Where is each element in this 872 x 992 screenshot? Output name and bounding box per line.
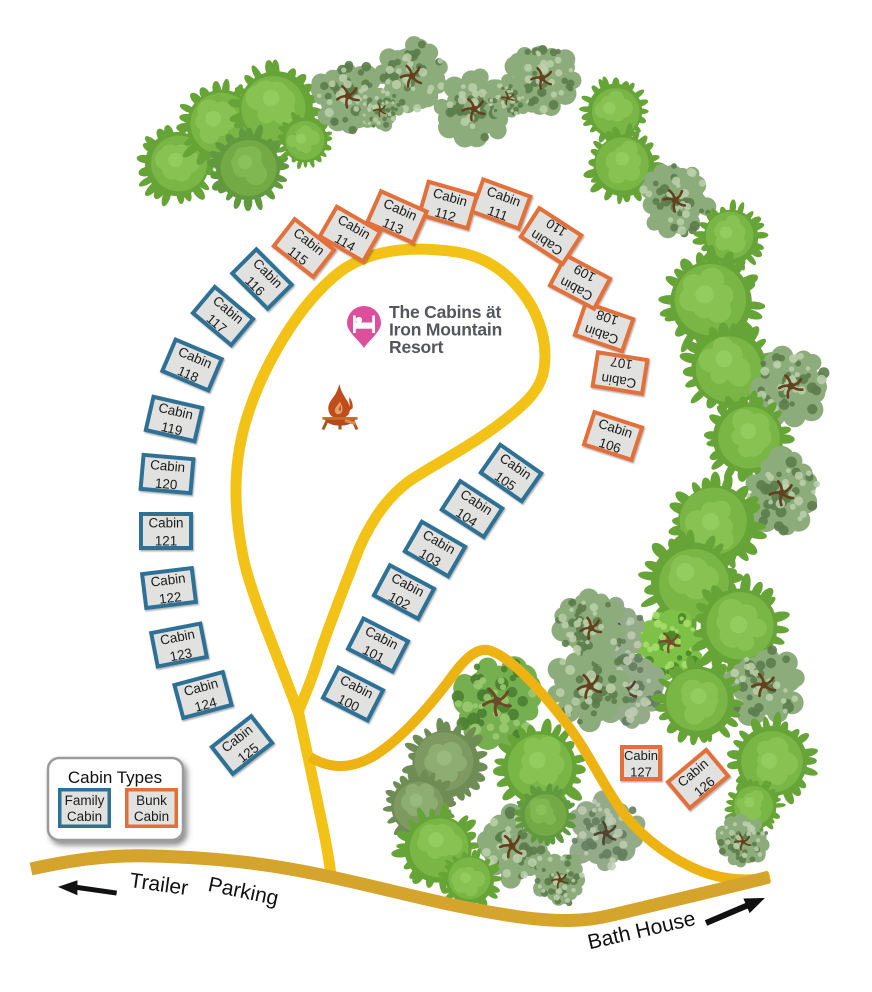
svg-text:111: 111 — [485, 203, 509, 224]
svg-text:127: 127 — [630, 765, 652, 780]
svg-text:120: 120 — [154, 476, 178, 493]
svg-text:Cabin: Cabin — [134, 809, 169, 824]
svg-text:Cabin: Cabin — [149, 516, 184, 531]
svg-text:124: 124 — [193, 694, 219, 714]
svg-text:Bunk: Bunk — [136, 793, 167, 808]
svg-text:The Cabins ät: The Cabins ät — [389, 302, 502, 322]
svg-text:119: 119 — [160, 419, 184, 438]
svg-text:Cabin: Cabin — [150, 570, 187, 589]
svg-text:107: 107 — [609, 354, 633, 372]
svg-text:Cabin: Cabin — [159, 626, 196, 647]
svg-text:Family: Family — [65, 793, 105, 808]
svg-text:Cabin: Cabin — [150, 457, 186, 475]
svg-text:121: 121 — [155, 534, 177, 549]
svg-text:122: 122 — [158, 589, 182, 607]
svg-text:108: 108 — [594, 307, 620, 328]
svg-text:106: 106 — [597, 435, 623, 456]
svg-text:Cabin: Cabin — [600, 371, 637, 391]
svg-text:Cabin: Cabin — [624, 748, 658, 763]
svg-text:Cabin Types: Cabin Types — [68, 768, 162, 787]
svg-text:112: 112 — [433, 204, 458, 224]
svg-text:Cabin: Cabin — [67, 809, 102, 824]
svg-text:Resort: Resort — [389, 337, 444, 357]
svg-text:Iron Mountain: Iron Mountain — [389, 320, 502, 340]
svg-text:123: 123 — [169, 645, 194, 664]
